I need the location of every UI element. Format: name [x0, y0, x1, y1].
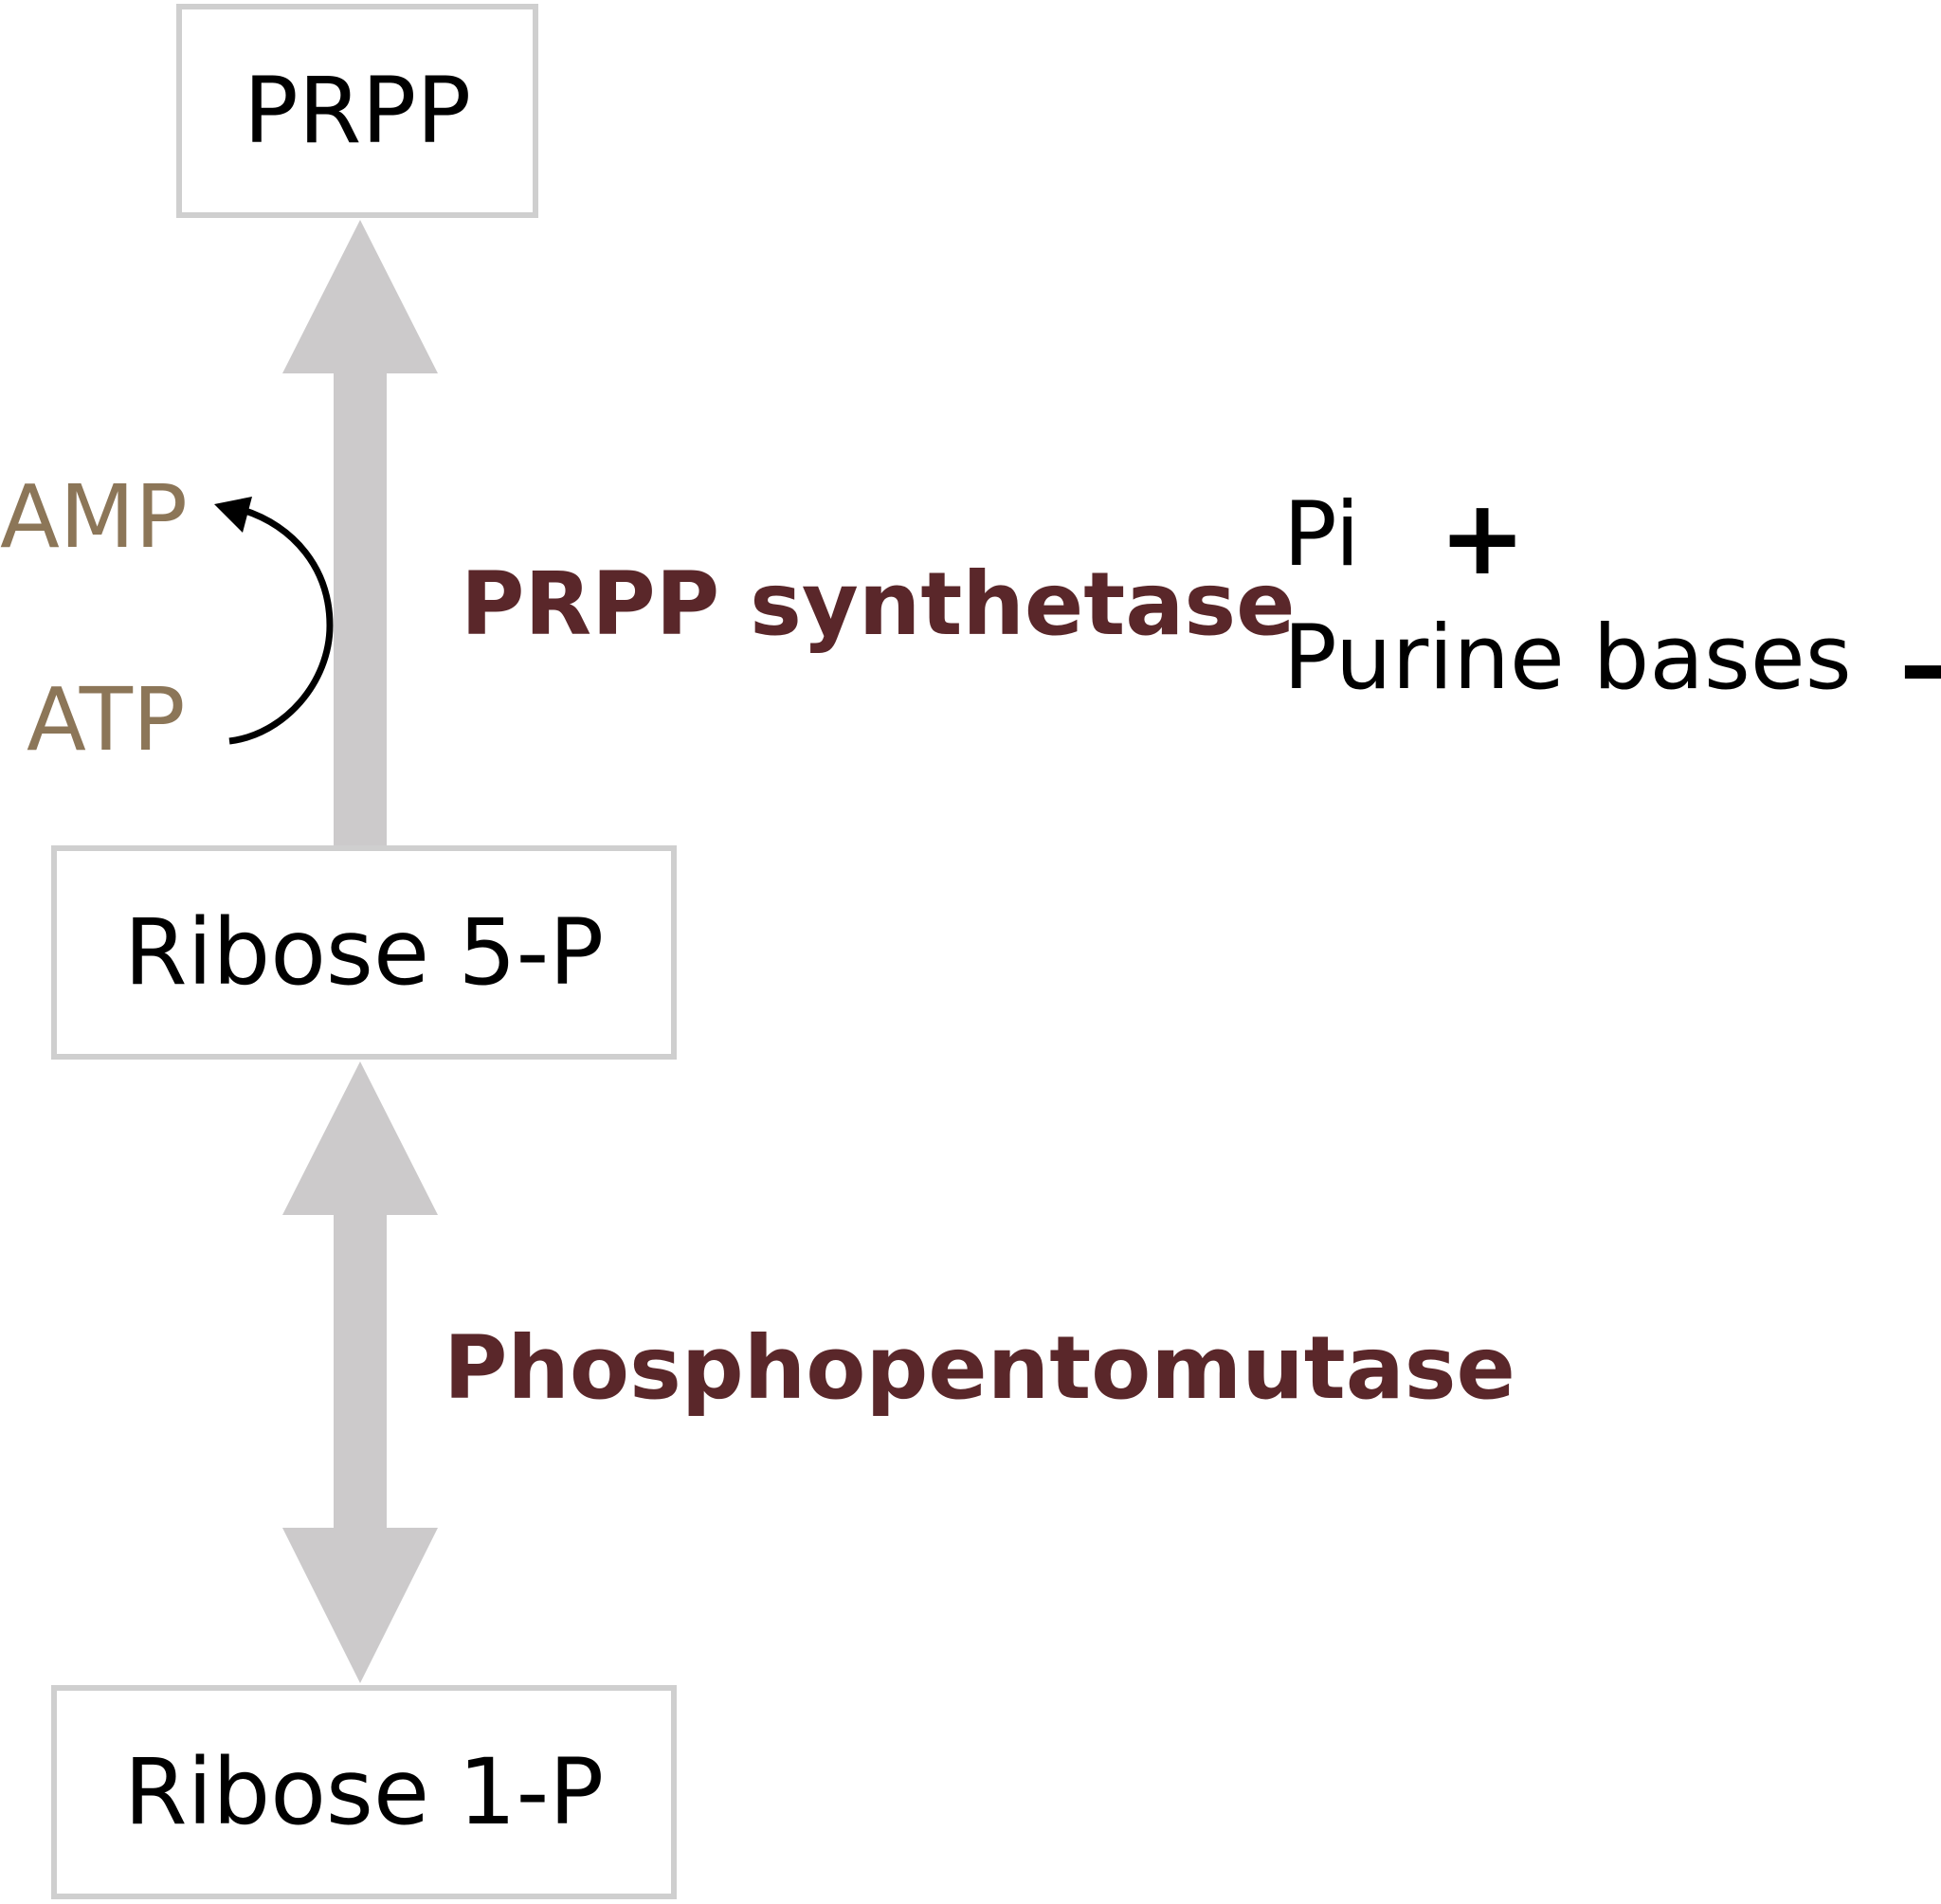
arrow-ribose5p-to-prpp: [282, 220, 438, 845]
cofactor-amp: AMP: [0, 466, 188, 568]
regulator-pi: Pi: [1283, 483, 1360, 587]
enzyme-phosphopentomutase: Phosphopentomutase: [444, 1317, 1515, 1419]
node-prpp: PRPP: [176, 4, 538, 218]
inhibition-sign: –: [1899, 612, 1941, 716]
node-ribose-1p: Ribose 1-P: [51, 1685, 677, 1899]
node-ribose-5p: Ribose 5-P: [51, 845, 677, 1060]
node-ribose-5p-label: Ribose 5-P: [123, 899, 605, 1006]
regulator-purine-bases: Purine bases: [1283, 607, 1852, 710]
node-prpp-label: PRPP: [243, 58, 472, 164]
activation-sign: +: [1439, 477, 1527, 598]
atp-to-amp-arrowhead: [214, 497, 252, 533]
cofactor-atp: ATP: [27, 669, 186, 771]
enzyme-prpp-synthetase: PRPP synthetase: [461, 553, 1296, 655]
node-ribose-1p-label: Ribose 1-P: [123, 1739, 605, 1845]
atp-to-amp-curve: [228, 506, 334, 745]
arrow-ribose1p-ribose5p: [282, 1061, 438, 1683]
